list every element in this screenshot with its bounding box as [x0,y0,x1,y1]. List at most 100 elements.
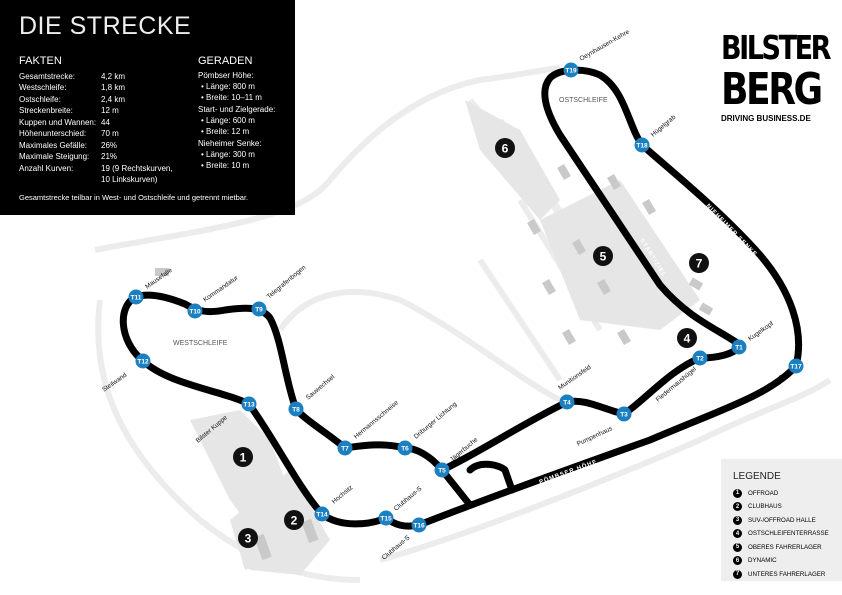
turn-marker-t6[interactable]: T6 [397,440,413,456]
turn-name-t18: Hügelgrab [650,114,678,139]
turn-name-t14: Hochsitz [331,484,355,505]
fact-row: Anzahl Kurven:19 (9 Rechtskurven, [19,163,173,173]
svg-text:T8: T8 [292,406,300,413]
svg-text:T5: T5 [438,467,446,474]
turn-marker-t3[interactable]: T3 [616,406,632,422]
svg-text:T11: T11 [131,294,142,301]
facts-section: FAKTEN Gesamtstrecke:4,2 km Westschleife… [19,55,173,186]
svg-text:T4: T4 [563,399,571,406]
turn-marker-t11[interactable]: T11 [128,289,144,305]
straights-heading: GERADEN [198,55,253,67]
turn-marker-t8[interactable]: T8 [288,401,304,417]
turn-marker-t2[interactable]: T2 [692,350,708,366]
bilster-berg-logo: BILSTER BERG DRIVING BUSINESS.DE [721,28,831,124]
svg-text:7: 7 [696,257,703,271]
fact-row: Gesamtstrecke:4,2 km [19,71,126,81]
page-title: DIE STRECKE [19,12,192,40]
svg-text:3: 3 [245,532,252,546]
turn-marker-t14[interactable]: T14 [314,506,330,522]
turn-name-t15: Clubhaus-S [393,485,424,513]
fact-row: Westschleife:1,8 km [19,83,126,92]
turn-marker-t17[interactable]: T17 [788,358,804,374]
turn-name-t6: Driburger Lichtung [413,401,459,441]
svg-text:T1: T1 [735,344,743,351]
location-marker-7[interactable]: 7 [689,253,709,273]
svg-text:T14: T14 [316,511,328,518]
fact-row: Kuppen und Wannen:44 [19,117,110,127]
straight-item: Nieheimer Senke:• Länge: 300 m• Breite: … [198,139,262,170]
svg-text:2: 2 [291,514,298,528]
turn-marker-t9[interactable]: T9 [251,301,267,317]
straight-item: Start- und Zielgerade:• Länge: 600 m• Br… [198,105,276,136]
location-marker-6[interactable]: 6 [495,138,515,158]
turn-marker-t18[interactable]: T18 [634,137,650,153]
svg-text:4: 4 [684,332,691,346]
turn-marker-t7[interactable]: T7 [337,440,353,456]
turn-marker-t16[interactable]: T16 [411,517,427,533]
location-marker-4[interactable]: 4 [677,328,697,348]
location-marker-3[interactable]: 3 [238,528,258,548]
turn-name-t17: Mulkurve [760,373,785,396]
road-label-nieheimer-senke: NIEHEIMER SENKE [705,203,758,258]
svg-text:T7: T7 [341,445,349,452]
fact-row: Höhenunterschied:70 m [19,129,119,138]
location-marker-2[interactable]: 2 [284,510,304,530]
turn-name-t3: Pumpenhaus [576,425,614,448]
turn-name-t10: Kommandatur [202,274,240,304]
facts-heading: FAKTEN [19,55,62,67]
svg-text:T6: T6 [401,445,409,452]
turn-name-t19: Oeynhausen-Kehre [579,28,632,62]
svg-text:1: 1 [240,451,247,465]
turn-marker-t19[interactable]: T19 [563,62,579,78]
svg-text:T16: T16 [413,522,425,529]
straights-section: GERADEN Pömbser Höhe:• Länge: 800 m• Bre… [198,56,275,172]
svg-text:T15: T15 [380,515,392,522]
turn-name-t7: Hermannsschneise [353,399,400,440]
paddock-areas [190,100,700,575]
turn-name-t4: Munitionsfeld [557,364,593,392]
track-info-panel: DIE STRECKE FAKTEN Gesamtstrecke:4,2 km … [0,0,295,215]
turn-name-t1: Kugelkopf [747,320,775,342]
buildings [155,163,714,560]
svg-text:6: 6 [502,142,509,156]
turn-marker-t12[interactable]: T12 [135,353,151,369]
turn-markers: T1 T2 T3 T4 T5 T6 T7 T8 T9 T10 T11 T12 T… [128,62,804,533]
svg-text:T10: T10 [189,308,201,315]
area-label-ostschleife: OSTSCHLEIFE [559,97,608,104]
svg-text:T19: T19 [565,67,577,74]
svg-text:T17: T17 [790,363,802,370]
turn-name-t8: Sauwechsel [305,373,337,401]
svg-text:T12: T12 [137,358,149,365]
fact-row: Maximale Steigung:21% [19,152,118,161]
road-label-poembser-hoehe: PÖMBSER HÖHE [538,458,598,486]
turn-marker-t15[interactable]: T15 [378,510,394,526]
turn-marker-t10[interactable]: T10 [187,303,203,319]
turn-marker-t13[interactable]: T13 [241,396,257,412]
area-label-westschleife: WESTSCHLEIFE [173,340,228,347]
turn-marker-t4[interactable]: T4 [559,394,575,410]
svg-text:T2: T2 [696,355,704,362]
legend-title: LEGENDE [733,471,781,482]
turn-marker-t5[interactable]: T5 [434,462,450,478]
location-marker-1[interactable]: 1 [233,447,253,467]
svg-text:T13: T13 [243,401,255,408]
turn-name-t9: Telegrafenbogen [266,264,308,301]
location-marker-5[interactable]: 5 [593,246,613,266]
svg-text:T3: T3 [620,411,628,418]
svg-text:5: 5 [600,250,607,264]
turn-marker-t1[interactable]: T1 [731,339,747,355]
location-markers: 1 2 3 4 5 6 7 [233,138,709,548]
fact-row: Maximales Gefälle:26% [19,140,118,150]
fact-row: Ostschleife:2,4 km [19,94,126,104]
straight-item: Pömbser Höhe:• Länge: 800 m• Breite: 10–… [198,71,262,102]
rental-note: Gesamtstrecke teilbar in West- und Ostsc… [19,193,249,202]
svg-text:T18: T18 [636,142,648,149]
